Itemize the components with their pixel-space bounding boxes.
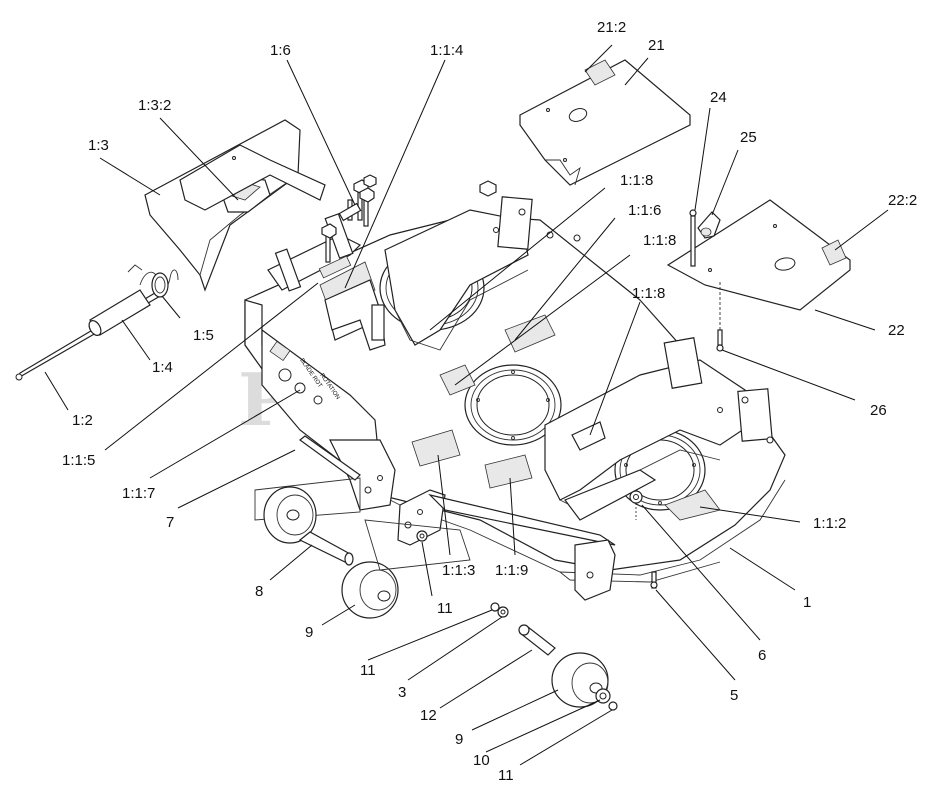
callout-1-6: 1:6 [270,42,291,59]
callout-9-b: 9 [455,731,463,748]
callout-22-2: 22:2 [888,192,917,209]
spring-rod-assembly [15,199,362,381]
callout-12: 12 [420,707,437,724]
callout-6: 6 [758,647,766,664]
callouts: 1:6 1:1:4 21:2 21 1:3:2 24 1:3 25 1:1:8 … [62,19,917,784]
callout-5: 5 [730,687,738,704]
callout-1-2: 1:2 [72,412,93,429]
callout-1-1-8-c: 1:1:8 [632,285,665,302]
mower-deck: BLADE ROT ROTATION [244,180,786,601]
callout-1-1-8-b: 1:1:8 [643,232,676,249]
callout-11-a: 11 [437,600,453,617]
callout-1-1-9: 1:1:9 [495,562,528,579]
callout-25: 25 [740,129,757,146]
callout-11-c: 11 [498,767,514,784]
callout-1-1-8-a: 1:1:8 [620,172,653,189]
callout-8: 8 [255,583,263,600]
callout-1-3-2: 1:3:2 [138,97,171,114]
callout-1-1-3: 1:1:3 [442,562,475,579]
leader-lines [44,44,889,766]
cover-21 [519,59,691,186]
rollers [254,435,658,711]
callout-7: 7 [166,514,174,531]
callout-3: 3 [398,684,406,701]
callout-1: 1 [803,594,811,611]
callout-1-5: 1:5 [193,327,214,344]
left-idler-bracket [267,174,386,351]
cover-22 [666,199,851,352]
callout-21-2: 21:2 [597,19,626,36]
callout-1-1-6: 1:1:6 [628,202,661,219]
callout-26: 26 [870,402,887,419]
callout-24: 24 [710,89,727,106]
callout-21: 21 [648,37,665,54]
callout-9-a: 9 [305,624,313,641]
callout-1-1-2: 1:1:2 [813,515,846,532]
belt-cover [144,119,326,292]
callout-1-1-5: 1:1:5 [62,452,95,469]
callout-1-3: 1:3 [88,137,109,154]
callout-1-1-4: 1:1:4 [430,42,463,59]
callout-1-4: 1:4 [152,359,173,376]
callout-22: 22 [888,322,905,339]
callout-11-b: 11 [360,662,376,679]
callout-1-1-7: 1:1:7 [122,485,155,502]
callout-10: 10 [473,752,490,769]
